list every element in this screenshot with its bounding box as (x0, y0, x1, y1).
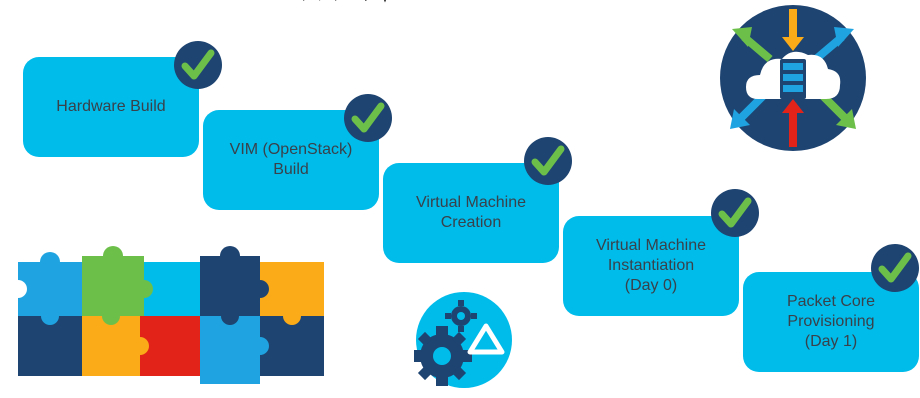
heading-fragment (295, 0, 415, 6)
step-vm-instantiation: Virtual Machine Instantiation (Day 0) (563, 216, 739, 316)
step-label: Virtual Machine Creation (416, 194, 526, 231)
gear-triangle-icon (414, 292, 512, 388)
step-packet-core-provisioning: Packet Core Provisioning (Day 1) (743, 272, 919, 372)
heading-fragment-glyphs (303, 0, 387, 3)
cloud-server-arrows-icon (720, 5, 866, 151)
step-hardware-build: Hardware Build (23, 57, 199, 157)
step-vm-creation: Virtual Machine Creation (383, 163, 559, 263)
step-label: Virtual Machine Instantiation (Day 0) (596, 237, 706, 294)
step-label: VIM (OpenStack) Build (229, 141, 353, 178)
puzzle-pieces-icon (9, 246, 324, 384)
check-icon (871, 244, 919, 292)
check-icon (711, 189, 759, 237)
check-icon (344, 94, 392, 142)
check-icon (524, 137, 572, 185)
step-label: Hardware Build (56, 98, 166, 115)
check-icon (174, 41, 222, 89)
step-label: Packet Core Provisioning (Day 1) (786, 293, 876, 350)
